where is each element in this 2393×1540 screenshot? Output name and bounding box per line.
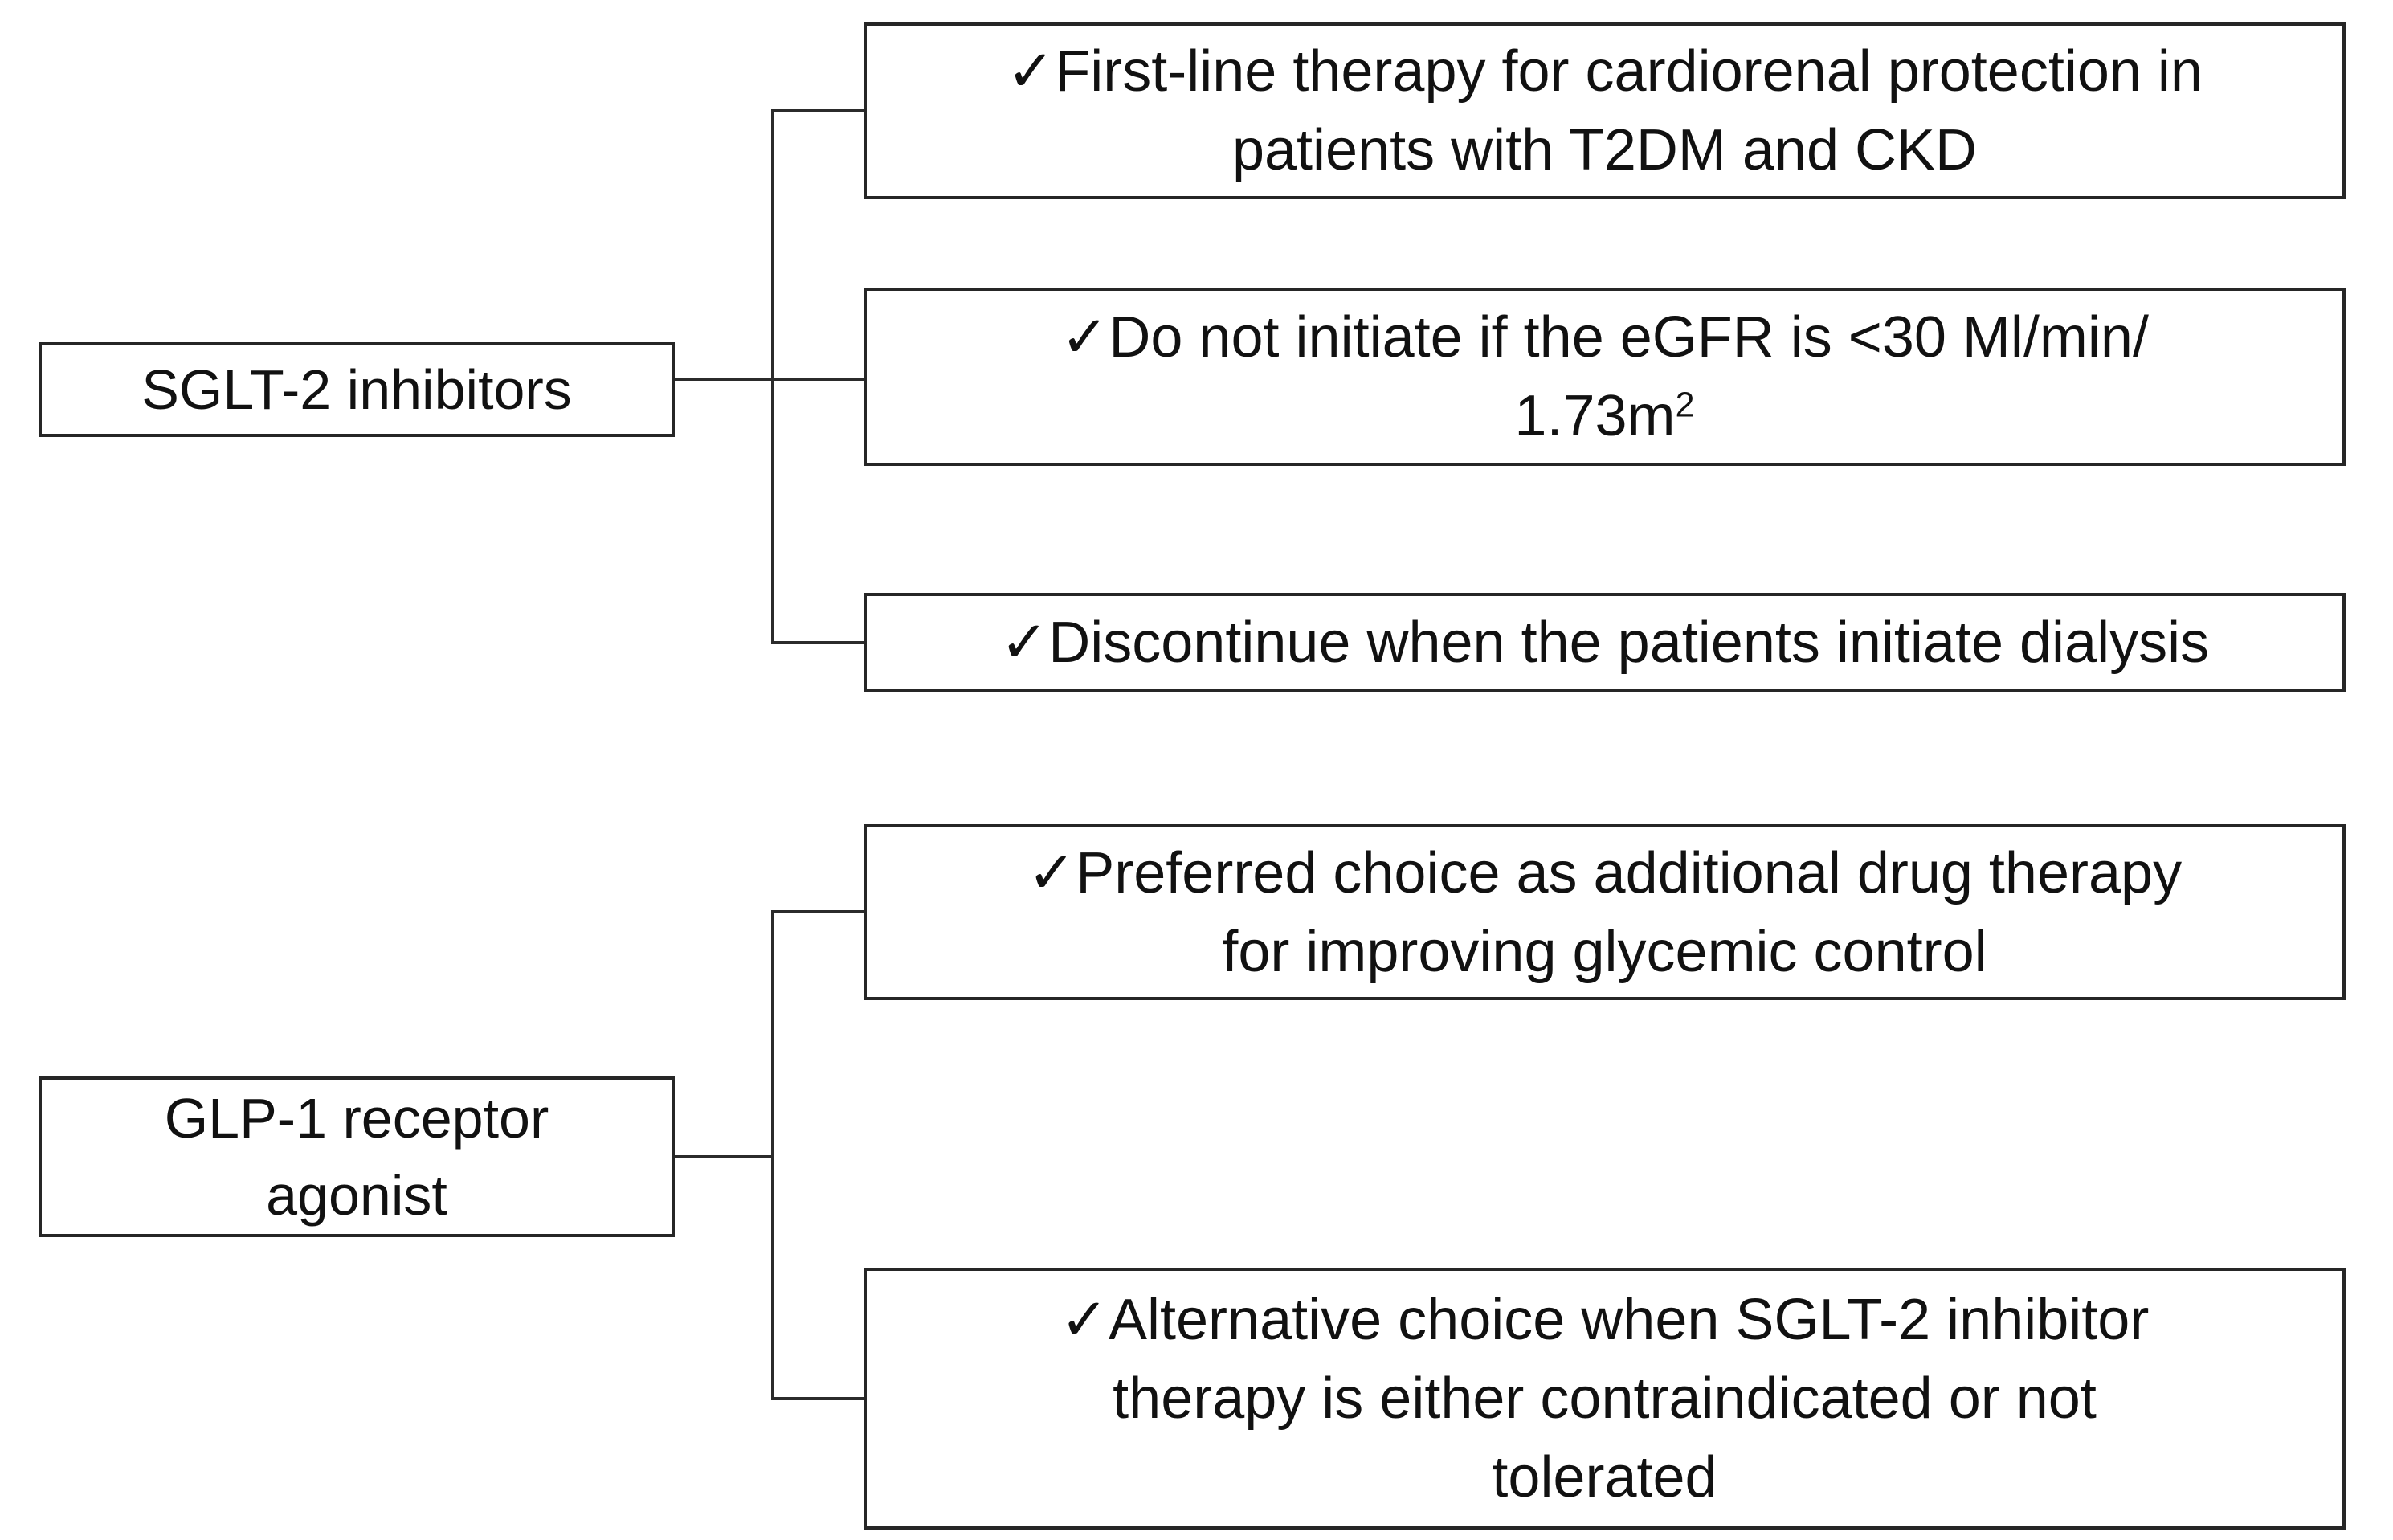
squared-superscript: 2 [1675,386,1695,425]
connector-glp1-vertical [771,910,774,1400]
node-text-line: tolerated [1492,1445,1717,1509]
node-label-line: SGLT-2 inhibitors [141,358,572,421]
node-text-line: therapy is either contraindicated or not [1113,1366,2097,1431]
node-label-line: agonist [266,1164,447,1227]
node-text-line: for improving glycemic control [1222,919,1987,984]
connector-glp1-branch-2 [771,1397,864,1400]
node-label-line: GLP-1 receptor [164,1087,549,1150]
node-first-line-therapy: ✓First-line therapy for cardiorenal prot… [864,22,2346,199]
node-do-not-initiate-egfr: ✓Do not initiate if the eGFR is <30 Ml/m… [864,288,2346,466]
egfr-denominator-text: 1.73m [1514,384,1676,448]
connector-sglt2-branch-3 [771,641,864,644]
connector-sglt2-branch-2 [771,378,864,381]
node-text-line: ✓Discontinue when the patients initiate … [999,611,2210,675]
node-discontinue-dialysis: ✓Discontinue when the patients initiate … [864,593,2346,692]
node-preferred-choice: ✓Preferred choice as additional drug the… [864,824,2346,1000]
node-text-line: ✓Do not initiate if the eGFR is <30 Ml/m… [1060,305,2149,370]
node-text-line: ✓First-line therapy for cardiorenal prot… [1007,39,2203,104]
node-alternative-choice: ✓Alternative choice when SGLT-2 inhibito… [864,1268,2346,1530]
node-text-line: ✓Alternative choice when SGLT-2 inhibito… [1060,1288,2150,1352]
node-text-line: ✓Preferred choice as additional drug the… [1027,840,2183,905]
connector-sglt2-stub [675,378,774,381]
node-text-line: patients with T2DM and CKD [1231,118,1978,182]
connector-glp1-branch-1 [771,910,864,913]
node-sglt2-inhibitors: SGLT-2 inhibitors [39,342,675,437]
node-glp1-receptor-agonist: GLP-1 receptor agonist [39,1076,675,1237]
connector-sglt2-vertical [771,109,774,644]
connector-glp1-stub [675,1155,774,1158]
node-text-line: 1.73m2 [1514,377,1694,455]
connector-sglt2-branch-1 [771,109,864,112]
